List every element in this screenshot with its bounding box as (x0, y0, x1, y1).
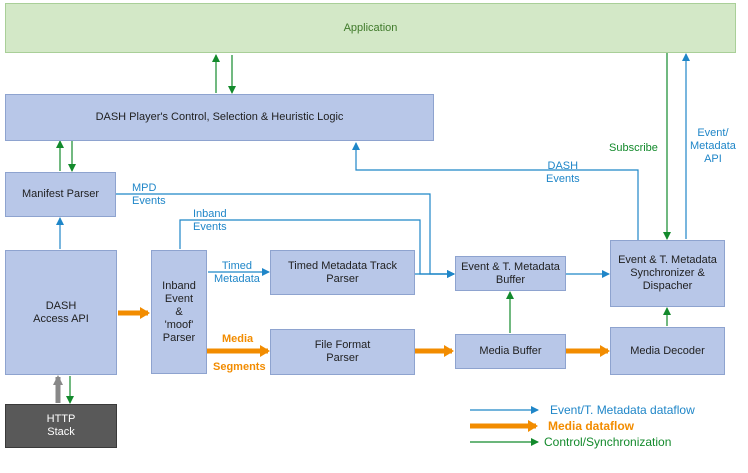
timed-metadata-parser-box: Timed Metadata Track Parser (270, 250, 415, 295)
segments-label: Segments (213, 361, 266, 373)
subscribe-label: Subscribe (609, 142, 658, 154)
dash-events-label: DASH Events (546, 160, 580, 185)
inband-events-label: Inband Events (193, 208, 227, 233)
legend-event-flow: Event/T. Metadata dataflow (550, 403, 695, 417)
media-label: Media (222, 333, 254, 345)
access-api-box: DASH Access API (5, 250, 117, 375)
legend-media-flow: Media dataflow (548, 419, 635, 433)
http-stack-box: HTTP Stack (5, 404, 117, 448)
media-buffer-box: Media Buffer (455, 334, 566, 369)
file-format-parser-box: File Format Parser (270, 329, 415, 375)
legend-control-flow: Control/Synchronization (544, 435, 672, 449)
mpd-events-label: MPD Events (132, 182, 166, 207)
manifest-parser-box: Manifest Parser (5, 172, 116, 217)
media-decoder-box: Media Decoder (610, 327, 725, 375)
event-buffer-box: Event & T. Metadata Buffer (455, 256, 566, 291)
inband-parser-box: Inband Event & 'moof' Parser (151, 250, 207, 374)
timed-metadata-label: Timed Metadata (214, 260, 260, 285)
player-logic-box: DASH Player's Control, Selection & Heuri… (5, 94, 434, 141)
event-api-label: Event/ Metadata API (690, 127, 736, 165)
synchronizer-box: Event & T. Metadata Synchronizer & Dispa… (610, 240, 725, 307)
dash-events-arrow (352, 142, 639, 240)
application-box: Application (5, 3, 736, 53)
